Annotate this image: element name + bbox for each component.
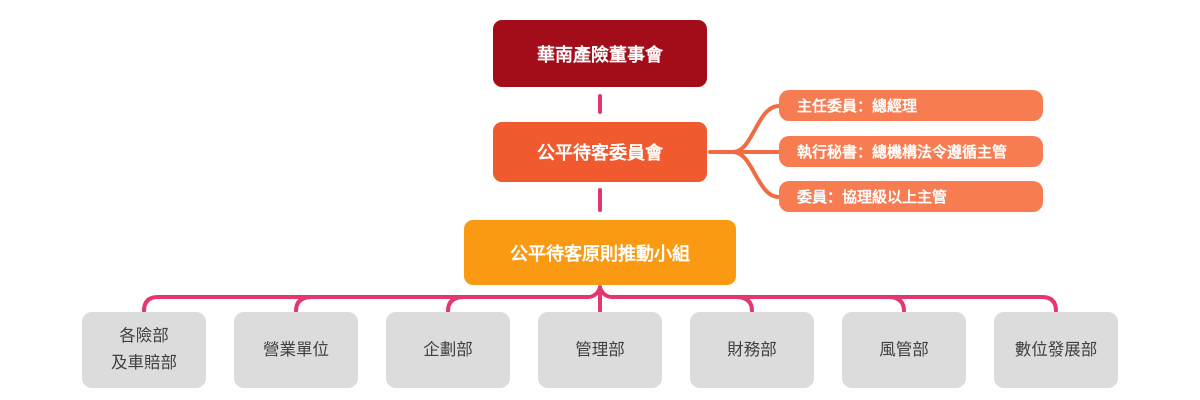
department-box-planning: 企劃部 (386, 312, 510, 388)
taskforce-box: 公平待客原則推動小組 (464, 220, 736, 285)
departments-brace (142, 286, 1058, 313)
department-box-administration: 管理部 (538, 312, 662, 388)
department-box-finance: 財務部 (690, 312, 814, 388)
brace-hook-dept-5 (734, 295, 754, 313)
brace-hook-dept-2 (294, 295, 314, 313)
committee-role-secretary-box: 執行秘書：總機構法令遵循主管 (779, 136, 1043, 167)
department-box-risk-management: 風管部 (842, 312, 966, 388)
brace-hook-dept-3 (446, 295, 466, 313)
committee-role-members-box: 委員：協理級以上主管 (779, 181, 1043, 212)
committee-role-chair-box: 主任委員：總經理 (779, 90, 1043, 121)
committee-roles-fan (708, 104, 781, 199)
department-box-insurance-claims: 各險部 及車賠部 (82, 312, 206, 388)
department-box-sales-units: 營業單位 (234, 312, 358, 388)
department-box-digital-development: 數位發展部 (994, 312, 1118, 388)
board-box: 華南產險董事會 (493, 20, 707, 87)
brace-hook-dept-6 (886, 295, 906, 313)
committee-box: 公平待客委員會 (493, 122, 707, 182)
